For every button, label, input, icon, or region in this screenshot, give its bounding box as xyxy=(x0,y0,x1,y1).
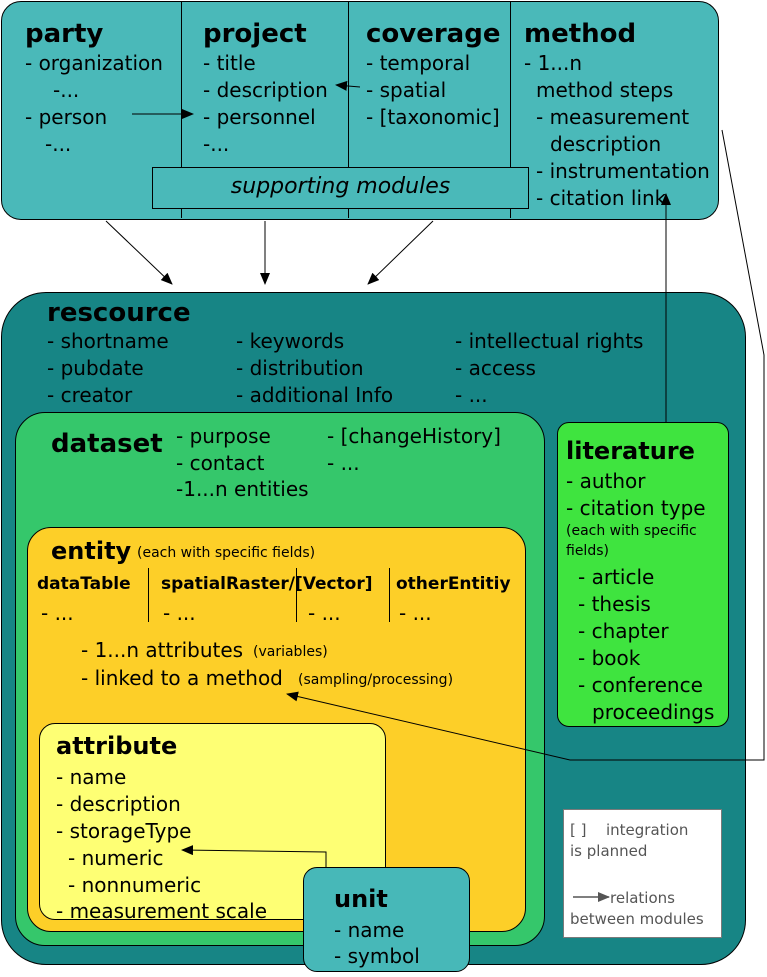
entity-type-divider xyxy=(148,568,149,622)
method-title: method xyxy=(524,19,637,49)
supporting-modules-box xyxy=(152,167,529,209)
literature-subitem: - thesis xyxy=(578,592,651,616)
entity-method-note: (sampling/processing) xyxy=(298,672,454,688)
project-title: project xyxy=(203,19,307,49)
resource-item: - pubdate xyxy=(47,356,144,380)
legend-box xyxy=(563,809,722,938)
method-item: description xyxy=(550,132,662,156)
entity-type-name: dataTable xyxy=(37,574,131,594)
arrow-party-resource xyxy=(105,220,173,285)
legend-text: is planned xyxy=(570,842,648,860)
literature-title: literature xyxy=(566,437,695,465)
entity-type-items: - ... xyxy=(308,601,341,625)
party-title: party xyxy=(25,19,104,49)
party-item: - organization xyxy=(25,51,163,75)
dataset-item: - purpose xyxy=(176,424,271,448)
resource-item: - access xyxy=(455,356,536,380)
resource-title: rescource xyxy=(47,298,191,328)
project-item: - personnel xyxy=(203,105,316,129)
entity-type-name: spatialRaster/[Vector] xyxy=(161,574,373,594)
attribute-item: - numeric xyxy=(68,846,164,870)
literature-subitem: proceedings xyxy=(592,700,715,724)
project-item: - title xyxy=(203,51,256,75)
attribute-item: - description xyxy=(56,792,181,816)
entity-type-items: - ... xyxy=(163,601,196,625)
method-item: - instrumentation xyxy=(536,159,710,183)
unit-box xyxy=(303,867,470,972)
arrow-coverage-resource xyxy=(367,220,434,285)
literature-item: - author xyxy=(566,469,646,493)
coverage-item: - spatial xyxy=(366,78,447,102)
dataset-item: - [changeHistory] xyxy=(327,424,501,448)
legend-text: integration xyxy=(606,821,689,839)
resource-item: - distribution xyxy=(236,356,364,380)
supporting-modules-label: supporting modules xyxy=(230,174,451,199)
legend-text: between modules xyxy=(570,910,704,928)
unit-item: - symbol xyxy=(334,944,420,968)
entity-type-items: - ... xyxy=(399,601,432,625)
attribute-item: - name xyxy=(56,765,127,789)
entity-attributes-line: - 1...n attributes xyxy=(81,638,244,662)
entity-attributes-note: (variables) xyxy=(253,644,328,660)
literature-subitem: - book xyxy=(578,646,641,670)
attribute-item: - nonnumeric xyxy=(68,873,202,897)
party-item: - person xyxy=(25,105,108,129)
method-item: method steps xyxy=(536,78,674,102)
attribute-item: - storageType xyxy=(56,819,192,843)
arrow-unit-numeric xyxy=(181,845,327,868)
entity-type-divider xyxy=(389,568,390,622)
party-item: -... xyxy=(45,132,72,156)
method-item: - measurement xyxy=(536,105,690,129)
resource-item: - keywords xyxy=(236,329,345,353)
resource-item: - creator xyxy=(47,383,133,407)
literature-subitem: - conference xyxy=(578,673,703,697)
unit-item: - name xyxy=(334,918,405,942)
literature-note: fields) xyxy=(566,543,609,559)
resource-item: - ... xyxy=(455,383,488,407)
dataset-item: - contact xyxy=(176,451,265,475)
arrow-spatial-description xyxy=(335,80,361,91)
unit-title: unit xyxy=(334,885,388,913)
coverage-item: - [taxonomic] xyxy=(366,105,500,129)
method-item: - citation link xyxy=(536,186,667,210)
legend-text: relations xyxy=(610,889,675,907)
entity-type-divider xyxy=(296,568,297,622)
coverage-title: coverage xyxy=(366,19,501,49)
entity-method-line: - linked to a method xyxy=(81,666,283,690)
literature-note: (each with specific xyxy=(566,523,697,539)
method-item: - 1...n xyxy=(524,51,583,75)
divider-coverage-method xyxy=(510,2,511,218)
resource-item: - additional Info xyxy=(236,383,394,407)
resource-item: - intellectual rights xyxy=(455,329,644,353)
literature-subitem: - article xyxy=(578,565,655,589)
arrow-method-entity xyxy=(286,129,765,761)
divider-party-project xyxy=(181,2,182,218)
entity-note: (each with specific fields) xyxy=(137,545,316,561)
entity-type-items: - ... xyxy=(41,601,74,625)
literature-box xyxy=(557,422,729,727)
attribute-title: attribute xyxy=(56,732,178,760)
project-item: -... xyxy=(203,132,230,156)
entity-type-name: otherEntitiy xyxy=(396,574,511,594)
entity-title: entity xyxy=(51,537,132,565)
dataset-title: dataset xyxy=(51,429,163,459)
divider-project-coverage xyxy=(348,2,349,218)
attribute-item: - measurement scale xyxy=(56,899,267,923)
coverage-item: - temporal xyxy=(366,51,471,75)
dataset-item: -1...n entities xyxy=(176,477,309,501)
dataset-item: - ... xyxy=(327,451,360,475)
project-item: - description xyxy=(203,78,328,102)
party-item: -... xyxy=(53,78,80,102)
literature-subitem: - chapter xyxy=(578,619,669,643)
legend-bracket: [ ] xyxy=(570,821,587,839)
literature-item: - citation type xyxy=(566,496,706,520)
resource-item: - shortname xyxy=(47,329,169,353)
